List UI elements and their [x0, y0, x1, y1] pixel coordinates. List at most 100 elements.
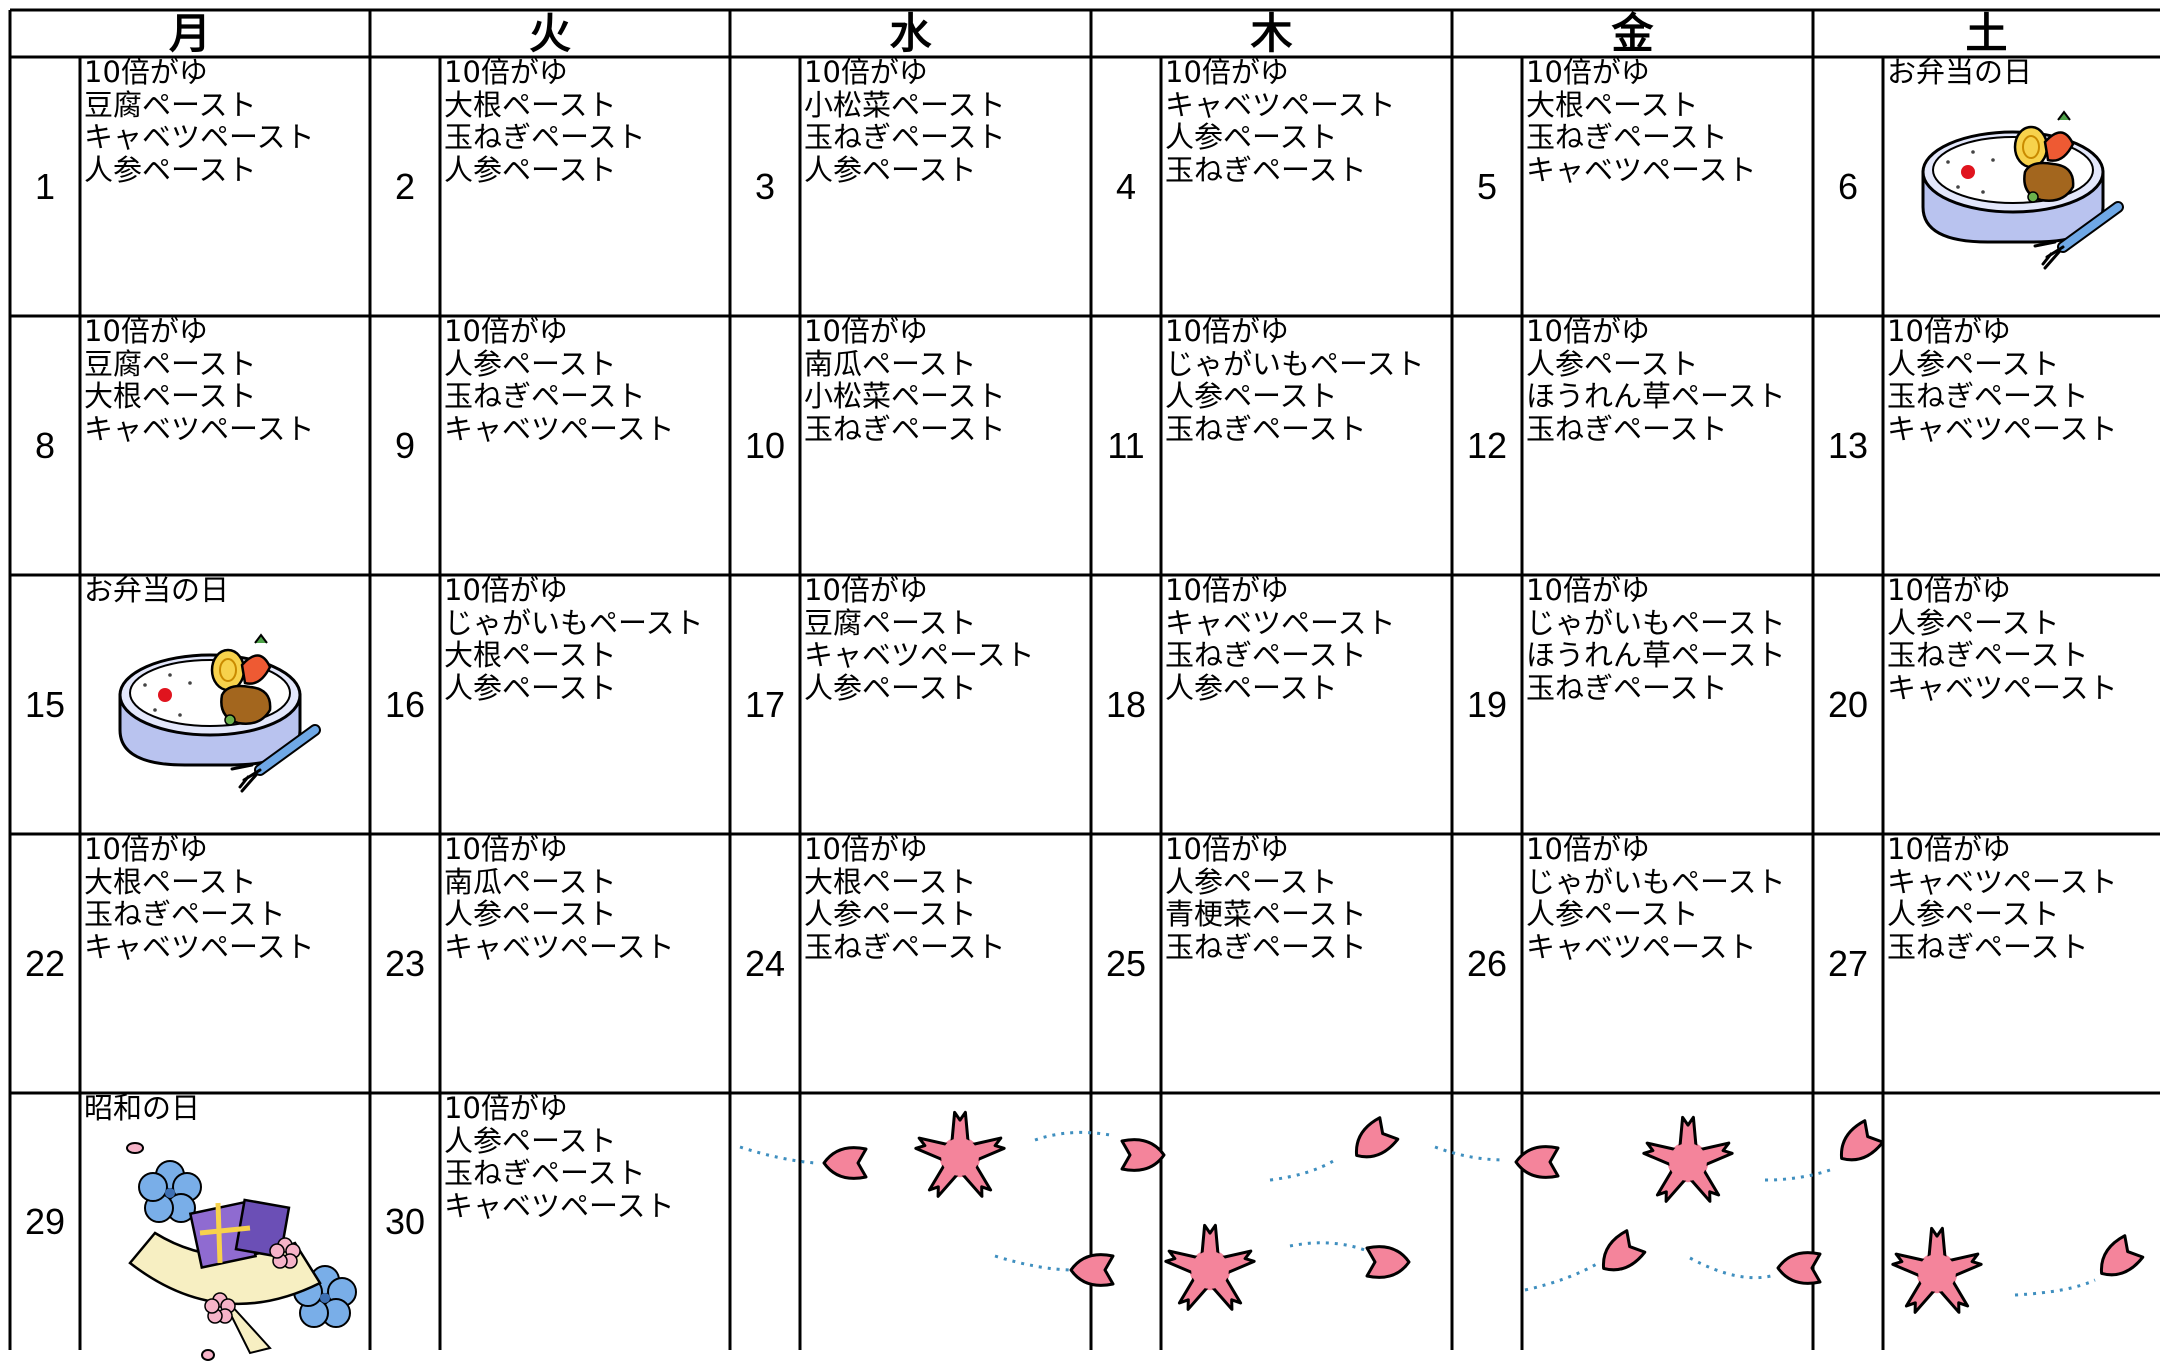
day-number: 8 — [34, 424, 56, 466]
menu-item: 10倍がゆ — [1165, 56, 1289, 89]
menu-list: 10倍がゆ人参ペースト玉ねぎペーストキャベツペースト — [444, 315, 726, 445]
menu-item: 南瓜ペースト — [804, 346, 977, 381]
menu-item: 昭和の日 — [84, 1092, 201, 1125]
day-number — [1091, 1093, 1161, 1350]
menu-item: 人参ペースト — [1165, 670, 1338, 704]
menu-list: 10倍がゆ人参ペースト玉ねぎペーストキャベツペースト — [1887, 574, 2156, 704]
menu-item: 玉ねぎペースト — [1887, 379, 2089, 413]
menu-item: じゃがいもペースト — [1526, 864, 1786, 899]
menu-item: キャベツペースト — [444, 929, 675, 963]
menu-item: 大根ペースト — [84, 864, 257, 899]
menu-item: じゃがいもペースト — [1165, 346, 1425, 381]
menu-item: 玉ねぎペースト — [1526, 670, 1728, 704]
day-number: 24 — [744, 942, 786, 984]
menu-item: 人参ペースト — [1165, 379, 1338, 413]
menu-list: 10倍がゆ大根ペースト人参ペースト玉ねぎペースト — [804, 833, 1087, 963]
menu-item: 玉ねぎペースト — [1887, 929, 2089, 963]
day-number: 13 — [1827, 424, 1869, 466]
menu-list: 10倍がゆ人参ペーストほうれん草ペースト玉ねぎペースト — [1526, 315, 1809, 445]
menu-item: キャベツペースト — [84, 120, 315, 154]
day-number: 2 — [394, 165, 416, 207]
menu-list: 10倍がゆ大根ペースト玉ねぎペーストキャベツペースト — [1526, 56, 1809, 186]
menu-item: 10倍がゆ — [1165, 833, 1289, 866]
menu-item: 青梗菜ペースト — [1165, 897, 1367, 931]
menu-item: じゃがいもペースト — [444, 605, 704, 640]
menu-item: キャベツペースト — [1165, 87, 1396, 122]
day-number: 16 — [384, 683, 426, 725]
menu-item: 人参ペースト — [804, 670, 977, 704]
menu-item: 人参ペースト — [1526, 346, 1699, 381]
menu-list: 10倍がゆ豆腐ペーストキャベツペースト人参ペースト — [84, 56, 366, 186]
menu-item: 10倍がゆ — [444, 833, 568, 866]
menu-item: 玉ねぎペースト — [84, 897, 286, 931]
day-number: 23 — [384, 942, 426, 984]
bento-illustration — [1921, 110, 2124, 270]
menu-list: 10倍がゆキャベツペースト人参ペースト玉ねぎペースト — [1887, 833, 2156, 963]
menu-item: 10倍がゆ — [84, 56, 208, 89]
day-number: 15 — [24, 683, 66, 725]
day-number: 5 — [1476, 165, 1498, 207]
menu-item: 10倍がゆ — [1887, 833, 2011, 866]
menu-item: 小松菜ペースト — [804, 87, 1006, 122]
menu-list: 昭和の日 — [84, 1092, 366, 1125]
day-number: 30 — [384, 1200, 426, 1242]
menu-item: 10倍がゆ — [1526, 833, 1650, 866]
menu-item: 10倍がゆ — [804, 56, 928, 89]
day-number: 10 — [744, 424, 786, 466]
day-number: 20 — [1827, 683, 1869, 725]
menu-item: 人参ペースト — [444, 1123, 617, 1158]
weekday-header: 水 — [889, 9, 932, 58]
menu-item: キャベツペースト — [444, 1188, 675, 1222]
menu-list: 10倍がゆじゃがいもペーストほうれん草ペースト玉ねぎペースト — [1526, 574, 1809, 704]
menu-item: 玉ねぎペースト — [804, 411, 1006, 445]
menu-item: 豆腐ペースト — [84, 87, 257, 122]
menu-item: ほうれん草ペースト — [1526, 638, 1786, 672]
menu-list: 10倍がゆじゃがいもペースト人参ペースト玉ねぎペースト — [1165, 315, 1448, 445]
weekday-header: 木 — [1250, 9, 1293, 58]
menu-list: 10倍がゆ人参ペースト青梗菜ペースト玉ねぎペースト — [1165, 833, 1448, 963]
menu-item: 玉ねぎペースト — [1526, 120, 1728, 154]
menu-list: 10倍がゆ大根ペースト玉ねぎペースト人参ペースト — [444, 56, 726, 186]
menu-list: 10倍がゆ人参ペースト玉ねぎペーストキャベツペースト — [444, 1092, 726, 1222]
menu-item: 人参ペースト — [1165, 864, 1338, 899]
menu-item: 10倍がゆ — [1165, 574, 1289, 607]
menu-item: キャベツペースト — [444, 411, 675, 445]
day-number: 26 — [1466, 942, 1508, 984]
menu-item: お弁当の日 — [1887, 56, 2033, 89]
day-number — [1452, 1093, 1522, 1350]
day-number: 27 — [1827, 942, 1869, 984]
menu-list: お弁当の日 — [1887, 56, 2156, 89]
menu-item: 10倍がゆ — [804, 833, 928, 866]
menu-list: 10倍がゆ南瓜ペースト小松菜ペースト玉ねぎペースト — [804, 315, 1087, 445]
gift-bouquet-illustration — [126, 1142, 357, 1361]
menu-list: お弁当の日 — [84, 574, 366, 607]
menu-item: 人参ペースト — [84, 152, 257, 186]
menu-item: 10倍がゆ — [1165, 315, 1289, 348]
menu-list: 10倍がゆ豆腐ペースト大根ペーストキャベツペースト — [84, 315, 366, 445]
menu-list: 10倍がゆ小松菜ペースト玉ねぎペースト人参ペースト — [804, 56, 1087, 186]
menu-item: キャベツペースト — [1165, 605, 1396, 640]
menu-item: 人参ペースト — [1887, 897, 2060, 931]
menu-item: 小松菜ペースト — [804, 379, 1006, 413]
menu-item: 10倍がゆ — [84, 833, 208, 866]
menu-item: 大根ペースト — [804, 864, 977, 899]
menu-item: 10倍がゆ — [804, 315, 928, 348]
menu-item: 人参ペースト — [444, 152, 617, 186]
menu-item: 10倍がゆ — [1887, 315, 2011, 348]
menu-list: 10倍がゆキャベツペースト人参ペースト玉ねぎペースト — [1165, 56, 1448, 186]
menu-item: 10倍がゆ — [1887, 574, 2011, 607]
menu-item: 玉ねぎペースト — [804, 929, 1006, 963]
menu-item: キャベツペースト — [804, 638, 1035, 672]
day-number — [730, 1093, 800, 1350]
day-number: 29 — [24, 1200, 66, 1242]
menu-item: 人参ペースト — [444, 897, 617, 931]
menu-item: 豆腐ペースト — [84, 346, 257, 381]
day-number — [1813, 1093, 1883, 1350]
menu-item: 人参ペースト — [804, 152, 977, 186]
menu-item: お弁当の日 — [84, 574, 230, 607]
day-number: 25 — [1105, 942, 1147, 984]
day-number: 12 — [1466, 424, 1508, 466]
menu-item: 豆腐ペースト — [804, 605, 977, 640]
day-number: 6 — [1837, 165, 1859, 207]
